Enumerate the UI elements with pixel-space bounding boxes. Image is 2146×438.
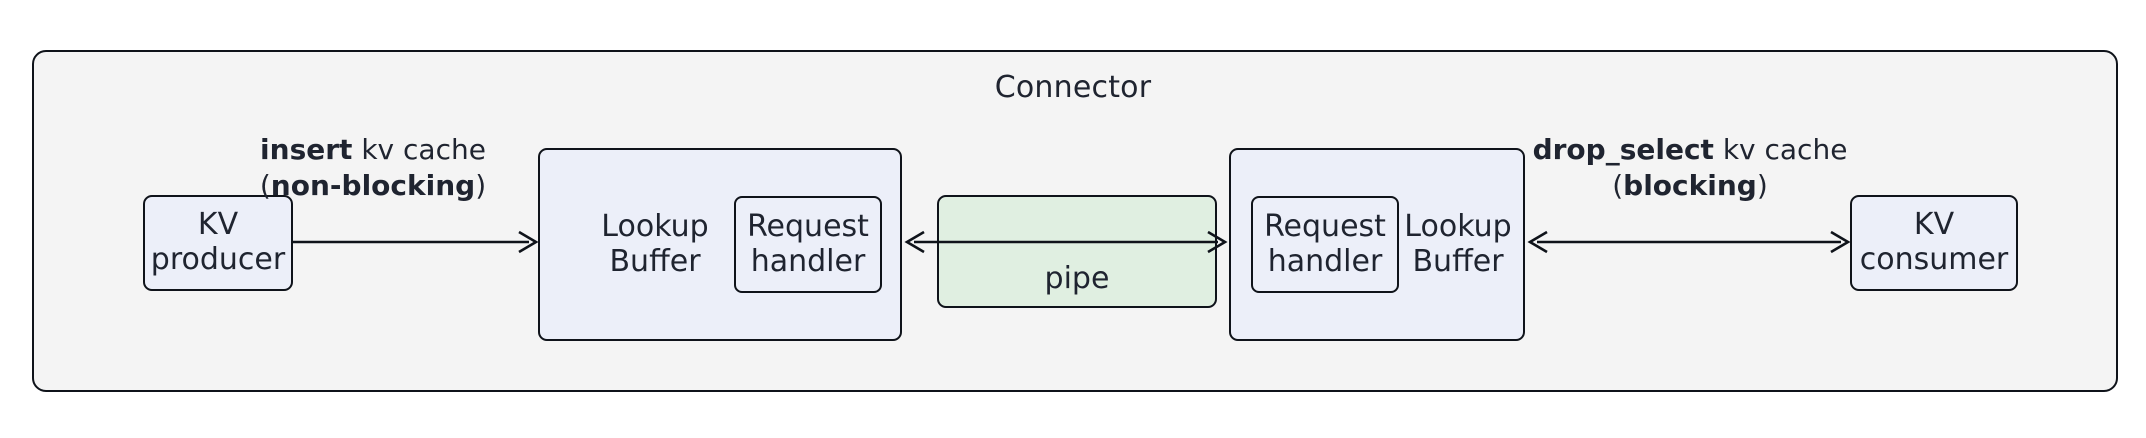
insert-edge-label: insert kv cache (non-blocking) <box>238 132 508 205</box>
pipe-bidirectional-arrow <box>904 230 1228 254</box>
drop-select-mode-open: ( <box>1612 169 1624 203</box>
drop-select-op: drop_select <box>1532 133 1714 166</box>
insert-mode-close: ) <box>475 169 487 203</box>
kv-producer-line2: producer <box>150 242 286 277</box>
left-handler-line2: handler <box>750 243 866 279</box>
right-handler-line1: Request <box>1264 208 1386 244</box>
drop-select-line1: drop_select kv cache <box>1530 132 1850 168</box>
insert-edge-line2: (non-blocking) <box>238 168 508 204</box>
drop-select-edge-label: drop_select kv cache (blocking) <box>1530 132 1850 205</box>
kv-consumer-node[interactable]: KV consumer <box>1850 195 2018 291</box>
left-buffer-line1: Lookup <box>601 208 709 244</box>
pipe-label: pipe <box>1044 261 1110 296</box>
insert-rest: kv cache <box>352 133 486 166</box>
right-handler-line2: handler <box>1267 243 1383 279</box>
kv-producer-line1: KV <box>197 207 239 243</box>
insert-op: insert <box>260 133 353 166</box>
right-request-handler[interactable]: Request handler <box>1251 196 1399 293</box>
left-buffer-label: Lookup Buffer <box>576 208 734 280</box>
left-buffer-line2: Buffer <box>609 243 701 279</box>
right-buffer-line1: Lookup <box>1404 208 1512 244</box>
kv-consumer-line1: KV <box>1913 207 1955 243</box>
insert-arrow <box>293 230 539 254</box>
insert-mode: non-blocking <box>270 169 476 203</box>
kv-consumer-line2: consumer <box>1859 242 2009 277</box>
kv-producer-label: KV producer <box>150 207 286 278</box>
drop-select-line2: (blocking) <box>1530 168 1850 204</box>
insert-mode-open: ( <box>259 169 271 203</box>
drop-select-mode: blocking <box>1623 169 1757 203</box>
drop-select-arrow <box>1527 230 1851 254</box>
right-lookup-buffer[interactable]: Request handler Lookup Buffer <box>1229 148 1525 341</box>
right-buffer-line2: Buffer <box>1412 243 1504 279</box>
connector-title: Connector <box>994 70 1152 105</box>
left-lookup-buffer[interactable]: Lookup Buffer Request handler <box>538 148 902 341</box>
pipe-node[interactable]: pipe <box>937 195 1217 308</box>
insert-edge-line1: insert kv cache <box>238 132 508 168</box>
left-request-handler[interactable]: Request handler <box>734 196 882 293</box>
right-buffer-label: Lookup Buffer <box>1399 208 1517 280</box>
left-handler-line1: Request <box>747 208 869 244</box>
drop-select-mode-close: ) <box>1756 169 1768 203</box>
kv-producer-node[interactable]: KV producer <box>143 195 293 291</box>
drop-select-rest: kv cache <box>1713 133 1848 166</box>
kv-consumer-label: KV consumer <box>1859 207 2009 278</box>
